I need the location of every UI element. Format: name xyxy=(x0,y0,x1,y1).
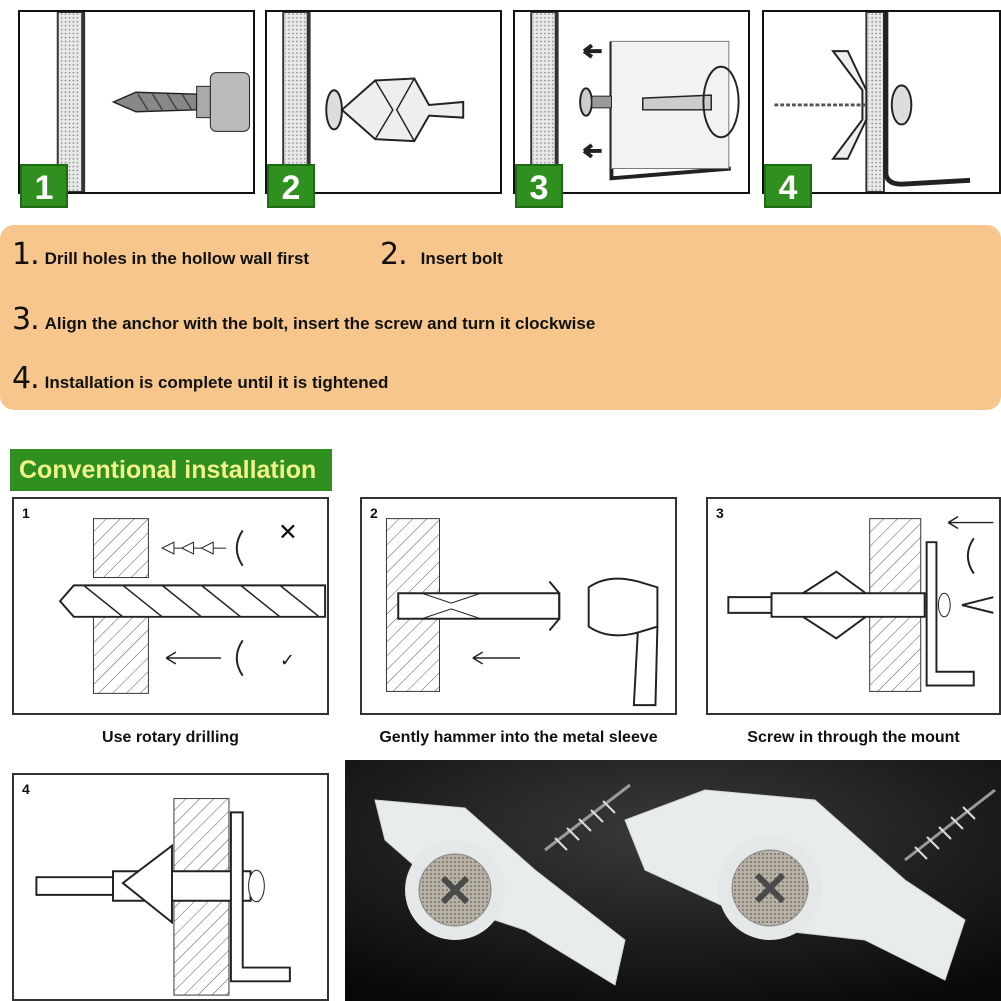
hammer-sleeve-diagram xyxy=(385,518,659,707)
top-step-panel-1: 1 xyxy=(18,10,255,208)
instruction-step-4: 4. Installation is complete until it is … xyxy=(12,361,388,396)
panel-caption: Gently hammer into the metal sleeve xyxy=(379,729,658,746)
section-header: Conventional installation xyxy=(10,449,332,491)
panel-number: 4 xyxy=(22,781,30,797)
step-number: 1. xyxy=(12,237,40,272)
step-text: Installation is complete until it is tig… xyxy=(44,373,389,392)
panel-number: 3 xyxy=(716,505,724,521)
diagram-panel-2: 2 xyxy=(360,497,677,715)
step-number-badge: 2 xyxy=(267,164,315,208)
panel-number: 1 xyxy=(22,505,30,521)
drill-illustration xyxy=(56,12,250,192)
rotary-drill-diagram: ✕ ✓ xyxy=(58,518,327,694)
diagram-panel-4: 4 xyxy=(12,773,329,1001)
panel-number: 2 xyxy=(370,505,378,521)
installed-hook-illustration xyxy=(774,12,971,192)
svg-text:✕: ✕ xyxy=(278,518,298,546)
step-number-badge: 4 xyxy=(764,164,812,208)
instruction-step-2: 2. Insert bolt xyxy=(380,237,503,272)
instruction-step-3: 3. Align the anchor with the bolt, inser… xyxy=(12,302,595,337)
step-number-badge: 3 xyxy=(515,164,563,208)
top-step-panel-2: 2 xyxy=(265,10,502,208)
diagram-panel-3: 3 xyxy=(706,497,1001,715)
align-anchor-illustration xyxy=(530,12,740,192)
step-text: Drill holes in the hollow wall first xyxy=(44,249,310,268)
toggle-anchor-photo xyxy=(345,760,1001,1001)
panel-caption: Screw in through the mount xyxy=(747,729,960,746)
step-text: Insert bolt xyxy=(420,249,503,268)
step-number: 4. xyxy=(12,361,40,396)
instructions-box: 1. Drill holes in the hollow wall first … xyxy=(0,225,1001,410)
svg-text:✓: ✓ xyxy=(280,651,295,671)
instruction-step-1: 1. Drill holes in the hollow wall first xyxy=(12,237,309,272)
step-number-badge: 1 xyxy=(20,164,68,208)
installed-anchor-diagram xyxy=(35,798,291,996)
step-number: 3. xyxy=(12,302,40,337)
bolt-insert-illustration xyxy=(282,12,465,192)
step-number: 2. xyxy=(380,237,408,272)
panel-caption: Use rotary drilling xyxy=(102,729,239,746)
screw-mount-diagram xyxy=(727,516,994,692)
top-step-panel-3: 3 xyxy=(513,10,750,208)
product-photo xyxy=(345,760,1001,1001)
step-text: Align the anchor with the bolt, insert t… xyxy=(44,314,596,333)
top-step-panel-4: 4 xyxy=(762,10,1001,208)
diagram-panel-1: 1 ✕ ✓ xyxy=(12,497,329,715)
